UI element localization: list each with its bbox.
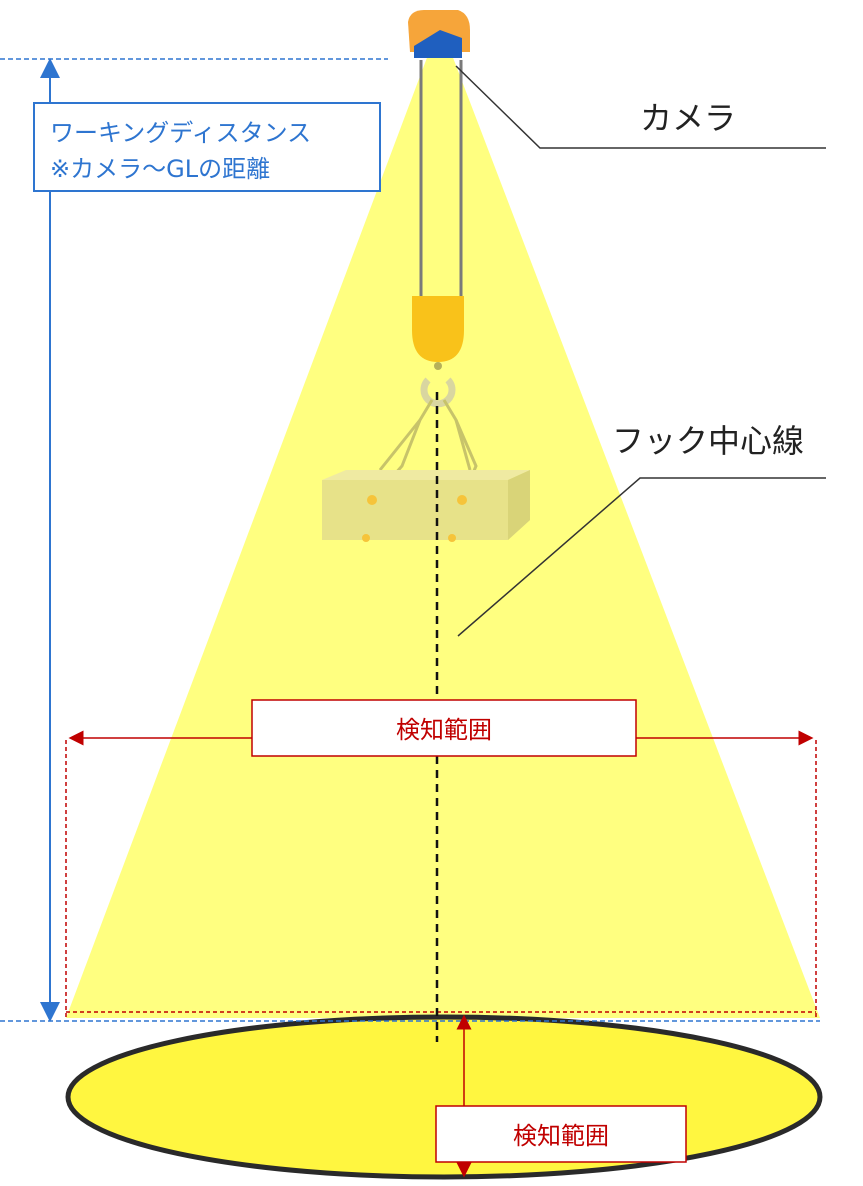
working-distance-box [33, 102, 381, 192]
detection-range-vertical-box [435, 1105, 687, 1163]
crane-hook-icon [412, 296, 464, 408]
hook-center-label: フック中心線 [612, 422, 804, 460]
working-distance-label-2: ※カメラ～GLの距離 [50, 155, 270, 183]
hoist-ropes [419, 60, 463, 300]
detection-range-horizontal-label: 検知範囲 [396, 716, 492, 744]
camera-label: カメラ [640, 99, 736, 137]
hook-center-leader-line [457, 477, 826, 637]
working-distance-label-1: ワーキングディスタンス [50, 119, 311, 147]
detection-range-horizontal-box [251, 699, 637, 757]
camera-icon [408, 10, 470, 58]
camera-leader-line [455, 65, 826, 149]
detection-range-guides [65, 740, 817, 1018]
detection-range-vertical-label: 検知範囲 [513, 1122, 609, 1150]
suspended-load-icon [322, 399, 530, 542]
